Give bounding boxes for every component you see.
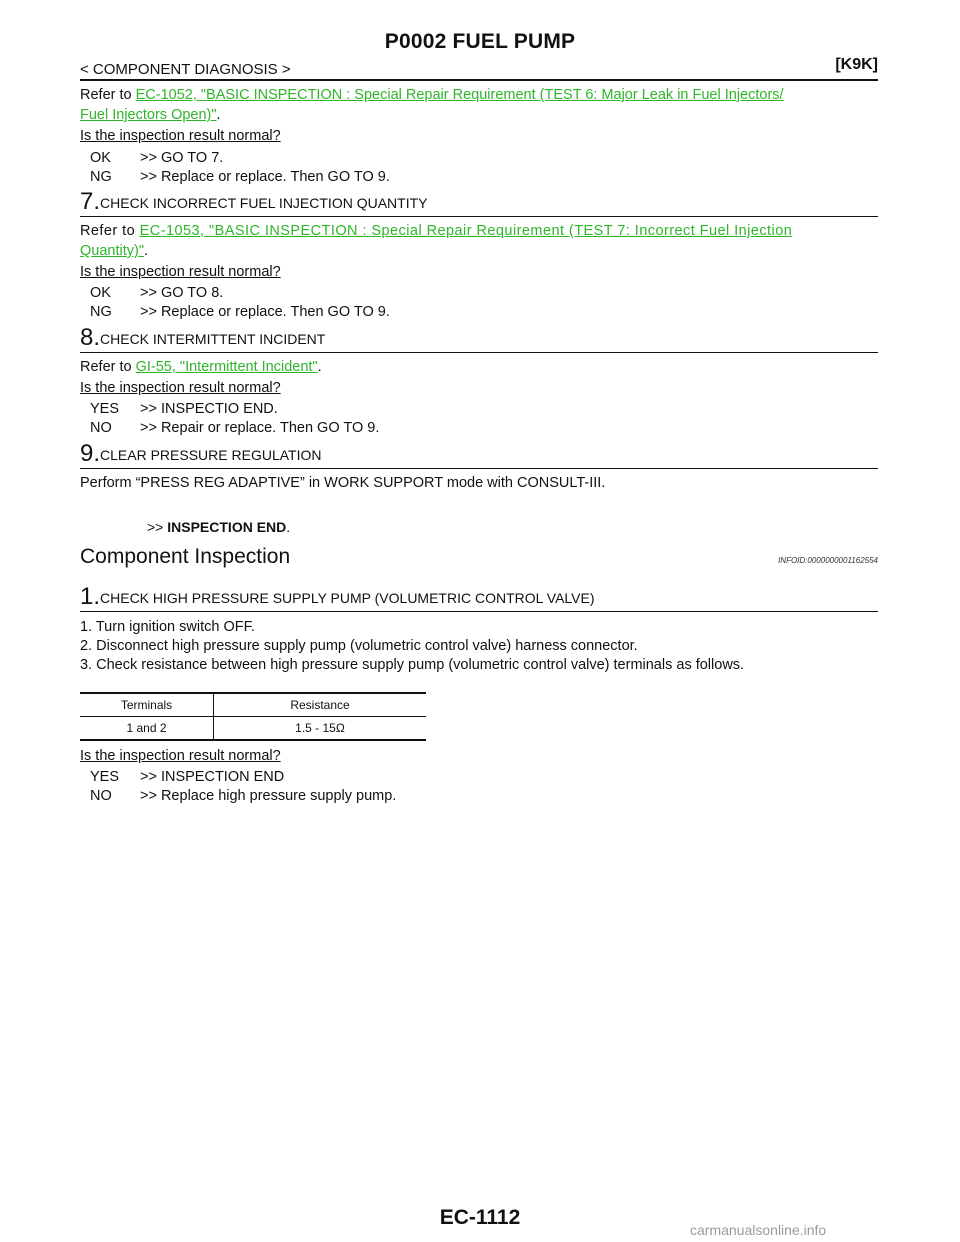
no-text: >> Repair or replace. Then GO TO 9.: [140, 420, 380, 436]
no-key: NO: [90, 788, 112, 804]
link-ec-1053[interactable]: EC-1053, "BASIC INSPECTION : Special Rep…: [139, 223, 793, 239]
step-8-heading: 8.CHECK INTERMITTENT INCIDENT: [80, 324, 878, 352]
table-row: 1 and 2 1.5 - 15Ω: [80, 716, 426, 741]
table-cell-terminals: 1 and 2: [80, 716, 214, 741]
watermark: carmanualsonline.info: [690, 1222, 827, 1238]
step-9-body: Perform “PRESS REG ADAPTIVE” in WORK SUP…: [80, 475, 606, 491]
intro-ng-option: NG >> Replace or replace. Then GO TO 9.: [90, 168, 390, 187]
step-9-heading: 9.CLEAR PRESSURE REGULATION: [80, 440, 878, 468]
ng-key: NG: [90, 304, 112, 320]
step-7-question: Is the inspection result normal?: [80, 264, 281, 280]
ci-item-3: 3. Check resistance between high pressur…: [80, 657, 745, 673]
refer-suffix: .: [143, 243, 149, 259]
refer-prefix: Refer to: [80, 359, 136, 375]
intro-refer: Refer to EC-1052, "BASIC INSPECTION : Sp…: [80, 85, 878, 125]
link-ec-1053-cont[interactable]: Quantity)": [80, 243, 144, 259]
step-8-title: CHECK INTERMITTENT INCIDENT: [100, 331, 326, 347]
table-header-row: Terminals Resistance: [80, 692, 426, 717]
link-ec-1052-cont[interactable]: Fuel Injectors Open)": [80, 107, 217, 123]
step-7-rule: [80, 216, 878, 217]
ci-item-2: 2. Disconnect high pressure supply pump …: [80, 638, 638, 654]
table-header-terminals: Terminals: [80, 692, 214, 717]
ci-item-1: 1. Turn ignition switch OFF.: [80, 619, 255, 635]
refer-prefix: Refer to: [80, 87, 136, 103]
step-7-ng-option: NG >> Replace or replace. Then GO TO 9.: [90, 303, 390, 322]
refer-suffix: .: [216, 107, 221, 123]
step-9-rule: [80, 468, 878, 469]
resistance-table: Terminals Resistance 1 and 2 1.5 - 15Ω: [80, 692, 426, 741]
ok-text: >> GO TO 7.: [140, 150, 224, 166]
ng-key: NG: [90, 169, 112, 185]
yes-key: YES: [90, 769, 120, 785]
intro-question: Is the inspection result normal?: [80, 128, 281, 144]
step-8-rule: [80, 352, 878, 353]
step-9-number: 9.: [80, 440, 101, 467]
step-7-heading: 7.CHECK INCORRECT FUEL INJECTION QUANTIT…: [80, 188, 878, 216]
step-8-yes-option: YES >> INSPECTIO END.: [90, 400, 278, 419]
no-text: >> Replace high pressure supply pump.: [140, 788, 397, 804]
end-text: INSPECTION END: [167, 519, 287, 535]
engine-code: [K9K]: [835, 56, 878, 73]
yes-text: >> INSPECTIO END.: [140, 401, 278, 417]
ci-step-1-number: 1.: [80, 583, 101, 610]
ci-yes-option: YES >> INSPECTION END: [90, 768, 284, 787]
end-suffix: .: [286, 519, 291, 535]
ci-step-1-title: CHECK HIGH PRESSURE SUPPLY PUMP (VOLUMET…: [100, 590, 595, 606]
ng-text: >> Replace or replace. Then GO TO 9.: [140, 169, 390, 185]
table-header-resistance: Resistance: [213, 692, 426, 717]
ci-question: Is the inspection result normal?: [80, 748, 281, 764]
step-7-title: CHECK INCORRECT FUEL INJECTION QUANTITY: [100, 195, 428, 211]
ng-text: >> Replace or replace. Then GO TO 9.: [140, 304, 390, 320]
step-8-number: 8.: [80, 324, 101, 351]
step-7-number: 7.: [80, 188, 101, 215]
table-cell-resistance: 1.5 - 15Ω: [213, 716, 426, 741]
page-title: P0002 FUEL PUMP: [384, 30, 576, 53]
infoid: INFOID:0000000001162554: [778, 556, 878, 565]
ok-key: OK: [90, 150, 111, 166]
yes-text: >> INSPECTION END: [140, 769, 285, 785]
refer-suffix: .: [317, 359, 322, 375]
component-inspection-heading: Component Inspection: [80, 545, 291, 568]
link-ec-1052[interactable]: EC-1052, "BASIC INSPECTION : Special Rep…: [135, 87, 784, 103]
ci-no-option: NO >> Replace high pressure supply pump.: [90, 787, 396, 806]
link-gi-55[interactable]: GI-55, "Intermittent Incident": [135, 359, 318, 375]
page-number: EC-1112: [439, 1206, 521, 1229]
step-7-ok-option: OK >> GO TO 8.: [90, 284, 223, 303]
refer-prefix: Refer to: [80, 223, 140, 239]
ci-step-1-heading: 1.CHECK HIGH PRESSURE SUPPLY PUMP (VOLUM…: [80, 583, 878, 611]
ci-step-1-rule: [80, 611, 878, 612]
section-label: < COMPONENT DIAGNOSIS >: [80, 61, 291, 78]
step-9-end: >> INSPECTION END.: [147, 518, 290, 537]
step-9-title: CLEAR PRESSURE REGULATION: [100, 447, 322, 463]
end-prefix: >>: [147, 519, 168, 535]
step-8-question: Is the inspection result normal?: [80, 380, 281, 396]
header-rule: [80, 79, 878, 81]
step-7-refer: Refer to EC-1053, "BASIC INSPECTION : Sp…: [80, 221, 878, 261]
step-8-no-option: NO >> Repair or replace. Then GO TO 9.: [90, 419, 379, 438]
yes-key: YES: [90, 401, 120, 417]
step-8-refer: Refer to GI-55, "Intermittent Incident".: [80, 357, 878, 377]
no-key: NO: [90, 420, 112, 436]
ok-text: >> GO TO 8.: [140, 285, 224, 301]
intro-ok-option: OK >> GO TO 7.: [90, 149, 223, 168]
ok-key: OK: [90, 285, 111, 301]
